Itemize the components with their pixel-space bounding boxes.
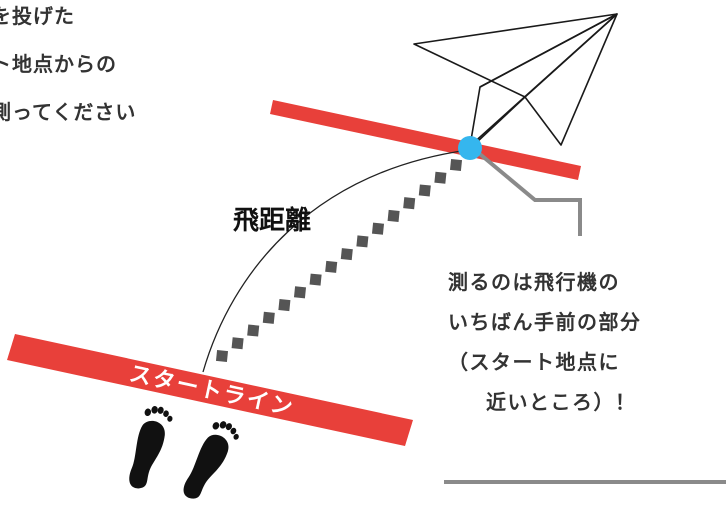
landing-line bbox=[270, 100, 581, 180]
instruction-line-1: 機を投げた bbox=[0, 4, 75, 28]
note-line-3: （スタート地点に bbox=[448, 350, 620, 374]
distance-dot bbox=[356, 235, 369, 248]
distance-dot bbox=[215, 349, 229, 363]
distance-dot bbox=[434, 171, 447, 184]
note-line-2: いちばん手前の部分 bbox=[448, 310, 642, 334]
measure-point-marker bbox=[458, 136, 482, 160]
note-line-4: 近いところ）！ bbox=[486, 390, 637, 414]
leader-line bbox=[473, 148, 582, 236]
distance-label: 飛距離 bbox=[233, 206, 312, 236]
note-line-1: 測るのは飛行機の bbox=[448, 270, 620, 294]
distance-arc bbox=[202, 149, 469, 373]
distance-dot bbox=[325, 260, 338, 273]
instruction-line-3: を測ってください bbox=[0, 100, 137, 124]
distance-dot bbox=[371, 222, 385, 235]
distance-dot bbox=[418, 184, 431, 197]
footprints-icon bbox=[129, 406, 239, 499]
distance-dot bbox=[340, 248, 353, 261]
instruction-line-2: ート地点からの bbox=[0, 52, 117, 76]
measurement-note: 測るのは飛行機の いちばん手前の部分 （スタート地点に 近いところ）！ bbox=[448, 262, 642, 422]
paper-airplane-icon bbox=[413, 13, 618, 147]
distance-dot bbox=[262, 311, 275, 324]
distance-dot bbox=[449, 158, 463, 172]
distance-dot bbox=[309, 273, 322, 286]
distance-dot bbox=[231, 337, 244, 350]
distance-dot bbox=[293, 286, 307, 299]
instruction-text: 機を投げた ート地点からの を測ってください bbox=[0, 0, 136, 136]
distance-dot bbox=[278, 299, 291, 312]
distance-dot bbox=[247, 324, 260, 337]
distance-dot bbox=[403, 197, 416, 210]
distance-dot bbox=[387, 209, 400, 222]
distance-dotted-line bbox=[215, 158, 463, 363]
